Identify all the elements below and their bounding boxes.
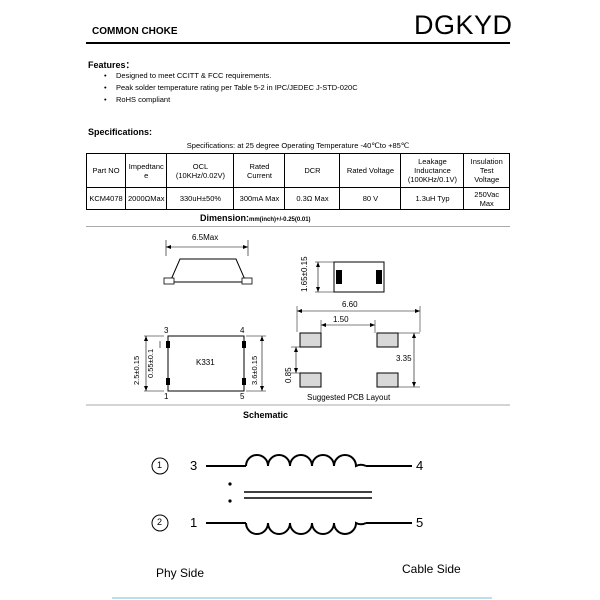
dim-height-label: 1.65±0.15 (300, 256, 309, 292)
table-cell: 1.3uH Typ (400, 187, 465, 210)
side-view-drawing (163, 240, 253, 285)
pcb-pad-height-label: 0.85 (284, 367, 293, 383)
header-rule (86, 42, 510, 44)
pcb-caption: Suggested PCB Layout (307, 393, 391, 402)
brand-logo: DGKYD (414, 10, 513, 40)
table-cell: 0.3Ω Max (284, 187, 341, 210)
spec-table: Part NO Impedtanc e OCL (10KHz/0.02V) Ra… (86, 153, 510, 210)
pcb-height-label: 3.35 (396, 354, 412, 363)
dimension-heading: Dimension:mm(inch)+/-0.25(0.01) (200, 213, 311, 223)
top-view-pin-1: 1 (164, 392, 169, 401)
col-header: Leakage Inductance (100KHz/0.1V) (400, 153, 465, 188)
pcb-gap-label: 1.50 (333, 315, 349, 324)
winding-1-marker: 1 (157, 460, 163, 470)
top-view-pin-5: 5 (240, 392, 245, 401)
part-marking: K331 (196, 358, 215, 367)
feature-item: Designed to meet CCITT & FCC requirement… (104, 70, 358, 82)
table-cell: 300mA Max (233, 187, 286, 210)
end-view-drawing (315, 261, 385, 293)
table-cell: 80 V (339, 187, 402, 210)
dimension-rule (86, 226, 510, 227)
feature-item: RoHS compliant (104, 94, 358, 106)
body-length-label: 3.6±0.15 (250, 355, 259, 385)
top-view-pin-4: 4 (240, 326, 245, 335)
schematic-pin-3: 3 (190, 458, 198, 473)
schematic-pin-5: 5 (416, 515, 424, 530)
dim-width-label: 6.5Max (192, 233, 219, 242)
top-view-drawing (144, 335, 266, 392)
schematic-drawing (151, 454, 412, 535)
features-heading: Features： (88, 60, 135, 70)
table-header-row: Part NO Impedtanc e OCL (10KHz/0.02V) Ra… (86, 153, 510, 188)
pcb-layout-drawing (291, 306, 421, 388)
table-cell: 250Vac Max (463, 187, 510, 210)
winding-2-marker: 2 (157, 517, 163, 527)
schematic-pin-1: 1 (190, 515, 198, 530)
col-header: Rated Current (233, 153, 286, 188)
cable-side-label: Cable Side (402, 562, 461, 576)
pin-pitch-label: 0.55±0.1 (146, 348, 155, 378)
document-title: COMMON CHOKE (92, 26, 178, 37)
specifications-heading: Specifications: (88, 127, 153, 137)
schematic-pin-4: 4 (416, 458, 424, 473)
pcb-width-label: 6.60 (342, 300, 358, 309)
schematic-heading: Schematic (243, 410, 289, 420)
features-list: Designed to meet CCITT & FCC requirement… (104, 70, 358, 106)
phy-side-label: Phy Side (156, 566, 205, 580)
top-view-pin-3: 3 (164, 326, 169, 335)
spec-conditions: Specifications: at 25 degree Operating T… (186, 141, 410, 150)
feature-item: Peak solder temperature rating per Table… (104, 82, 358, 94)
table-row: KCM4078 2000ΩMax 330uH±50% 300mA Max 0.3… (86, 187, 510, 210)
body-height-label: 2.5±0.15 (132, 355, 141, 385)
table-cell: 2000ΩMax (124, 187, 168, 210)
